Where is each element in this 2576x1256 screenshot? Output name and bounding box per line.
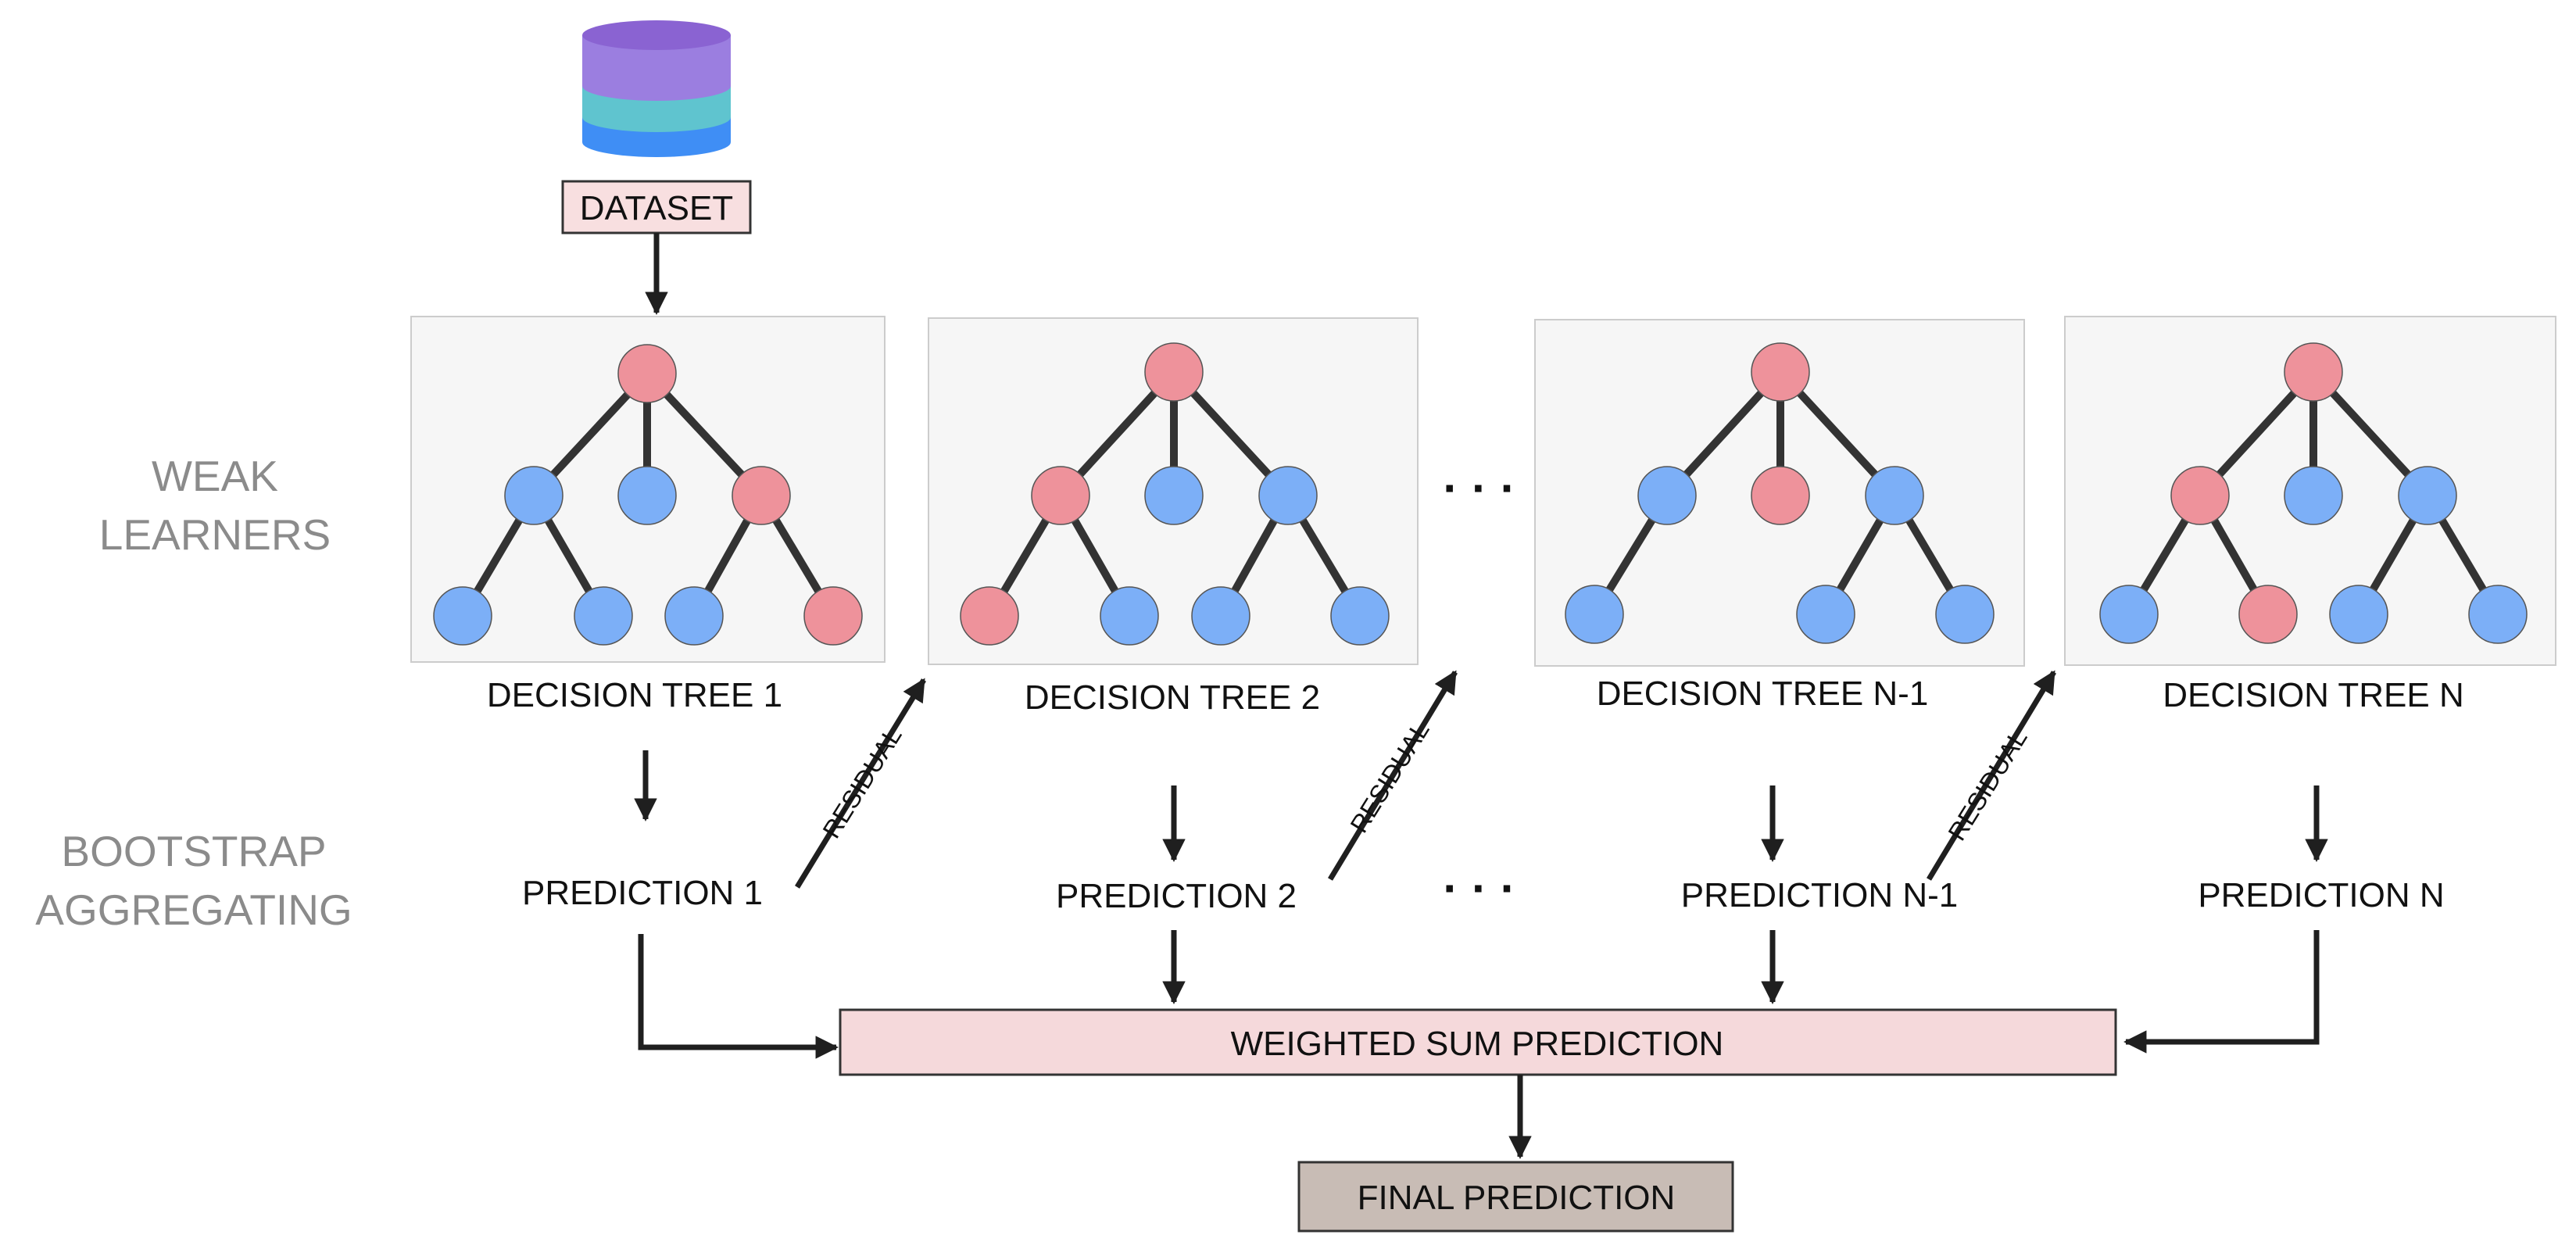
bootstrap-label-line2: AGGREGATING	[35, 886, 352, 934]
prediction-n-1: PREDICTION N-1	[1681, 876, 1958, 914]
tree-leaf-node	[960, 586, 1019, 646]
prediction-ellipsis: · · ·	[1443, 862, 1515, 914]
weighted-sum-box	[839, 1008, 2117, 1076]
tree-ellipsis: · · ·	[1443, 462, 1515, 514]
dataset-box	[561, 180, 752, 234]
tree-leaf-node	[803, 586, 863, 646]
final-prediction-label: FINAL PREDICTION	[1358, 1179, 1676, 1217]
database-icon	[582, 20, 731, 157]
tree-leaf-node	[2329, 585, 2388, 644]
residual-label-2: RESIDUAL	[1344, 717, 1434, 838]
residual-arrow-2	[1328, 670, 1458, 881]
tree-leaf-node	[1330, 586, 1390, 646]
weak-learners-label-line2: LEARNERS	[99, 510, 331, 559]
tree-internal-node	[1865, 466, 1924, 525]
tree-title-n-1: DECISION TREE N-1	[1597, 675, 1929, 713]
tree-leaf-node	[2099, 585, 2159, 644]
tree-4	[2099, 342, 2528, 644]
tree-leaf-node	[433, 586, 492, 646]
tree-internal-node	[2398, 466, 2457, 525]
tree-internal-node	[617, 466, 677, 525]
final-prediction-box	[1297, 1161, 1734, 1233]
residual-label-3: RESIDUAL	[1942, 725, 2032, 846]
tree-root-node	[617, 344, 677, 403]
predictionn-to-weighted-arrow	[2123, 930, 2320, 1054]
bootstrap-label-line1: BOOTSTRAP	[61, 827, 326, 875]
tree-title-2: DECISION TREE 2	[1025, 678, 1320, 717]
tree-graphics	[433, 342, 2528, 646]
tree-2	[960, 342, 1390, 646]
tree-internal-node	[1258, 466, 1318, 525]
tree-leaf-node	[1935, 585, 1995, 644]
tree-internal-node	[1751, 466, 1810, 525]
prediction1-to-weighted-arrow	[638, 934, 839, 1059]
tree-root-node	[1144, 342, 1204, 402]
tree-leaf-node	[574, 586, 633, 646]
tree-leaf-node	[2238, 585, 2298, 644]
tree-root-node	[1751, 342, 1810, 402]
tree-internal-node	[732, 466, 791, 525]
residual-arrow-3	[1927, 670, 2056, 881]
tree-internal-node	[1637, 466, 1697, 525]
dataset-label: DATASET	[580, 189, 733, 227]
tree-internal-node	[504, 466, 564, 525]
tree-title-n: DECISION TREE N	[2163, 676, 2463, 714]
tree-leaf-node	[2468, 585, 2528, 644]
weighted-sum-label: WEIGHTED SUM PREDICTION	[1231, 1025, 1724, 1063]
weak-learners-label-line1: WEAK	[152, 452, 278, 500]
tree-leaf-node	[664, 586, 724, 646]
tree-leaf-node	[1565, 585, 1624, 644]
prediction-2: PREDICTION 2	[1056, 877, 1297, 915]
tree-title-1: DECISION TREE 1	[487, 676, 782, 714]
tree-1	[433, 344, 863, 646]
prediction-n: PREDICTION N	[2198, 876, 2444, 914]
tree-leaf-node	[1100, 586, 1159, 646]
tree-internal-node	[1144, 466, 1204, 525]
tree-internal-node	[2170, 466, 2230, 525]
tree-leaf-node	[1191, 586, 1250, 646]
tree-internal-node	[1031, 466, 1090, 525]
residual-label-1: RESIDUAL	[817, 722, 907, 843]
tree-leaf-node	[1796, 585, 1855, 644]
tree-root-node	[2284, 342, 2343, 402]
tree-3	[1565, 342, 1995, 644]
tree-internal-node	[2284, 466, 2343, 525]
residual-arrow-1	[795, 678, 926, 889]
prediction-1: PREDICTION 1	[522, 874, 763, 912]
